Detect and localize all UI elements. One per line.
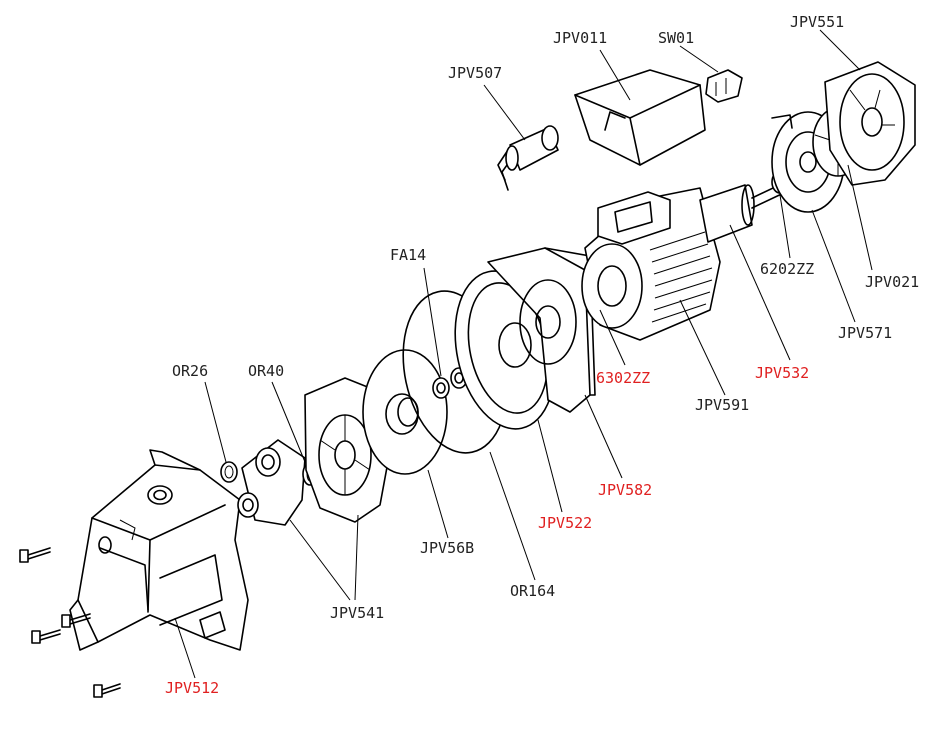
label-JPV011: JPV011: [553, 29, 607, 47]
label-JPV551: JPV551: [790, 13, 844, 31]
label-6302ZZ: 6302ZZ: [596, 369, 650, 387]
label-JPV56B: JPV56B: [420, 539, 474, 557]
label-JPV512: JPV512: [165, 679, 219, 697]
motor-body: [581, 187, 721, 341]
fan-cover: [824, 61, 916, 186]
label-JPV582: JPV582: [598, 481, 652, 499]
label-JPV532: JPV532: [755, 364, 809, 382]
pump-casing: [69, 449, 249, 651]
label-OR40: OR40: [248, 362, 284, 380]
label-JPV541: JPV541: [330, 604, 384, 622]
capacitor: [497, 125, 559, 191]
screw-1: [19, 547, 51, 563]
screw-2: [61, 613, 91, 628]
label-JPV571: JPV571: [838, 324, 892, 342]
label-JPV021: JPV021: [865, 273, 919, 291]
label-OR26: OR26: [172, 362, 208, 380]
screw-3: [31, 629, 61, 644]
label-FA14: FA14: [390, 246, 426, 264]
label-JPV591: JPV591: [695, 396, 749, 414]
label-JPV507: JPV507: [448, 64, 502, 82]
part-labels: JPV507 JPV011 SW01 JPV551 FA14 6202ZZ JP…: [165, 13, 919, 697]
terminal-box: [574, 69, 706, 166]
adapter-bracket: [487, 247, 596, 413]
switch-sw01: [705, 69, 743, 103]
label-JPV522: JPV522: [538, 514, 592, 532]
label-SW01: SW01: [658, 29, 694, 47]
label-OR164: OR164: [510, 582, 555, 600]
venturi-body: [237, 439, 306, 526]
impeller: [362, 349, 448, 475]
o-ring-or26: [220, 461, 238, 483]
label-6202ZZ: 6202ZZ: [760, 260, 814, 278]
leader-lines: [174, 29, 873, 679]
screw-4: [93, 683, 121, 698]
